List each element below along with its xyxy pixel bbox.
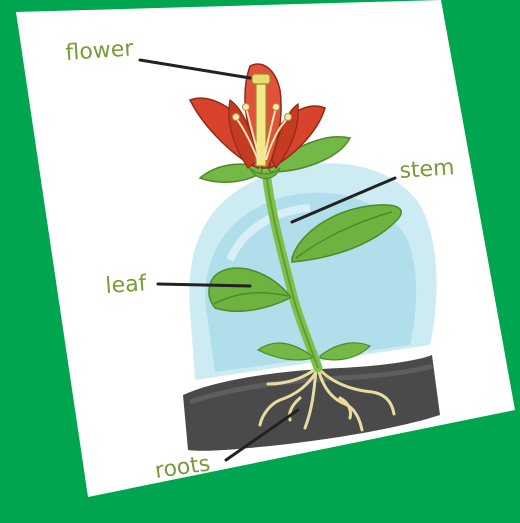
flower-label: flower bbox=[65, 36, 135, 66]
stem-label: stem bbox=[399, 155, 456, 184]
leaf-pointer bbox=[158, 284, 250, 286]
leaf-label: leaf bbox=[105, 271, 149, 299]
